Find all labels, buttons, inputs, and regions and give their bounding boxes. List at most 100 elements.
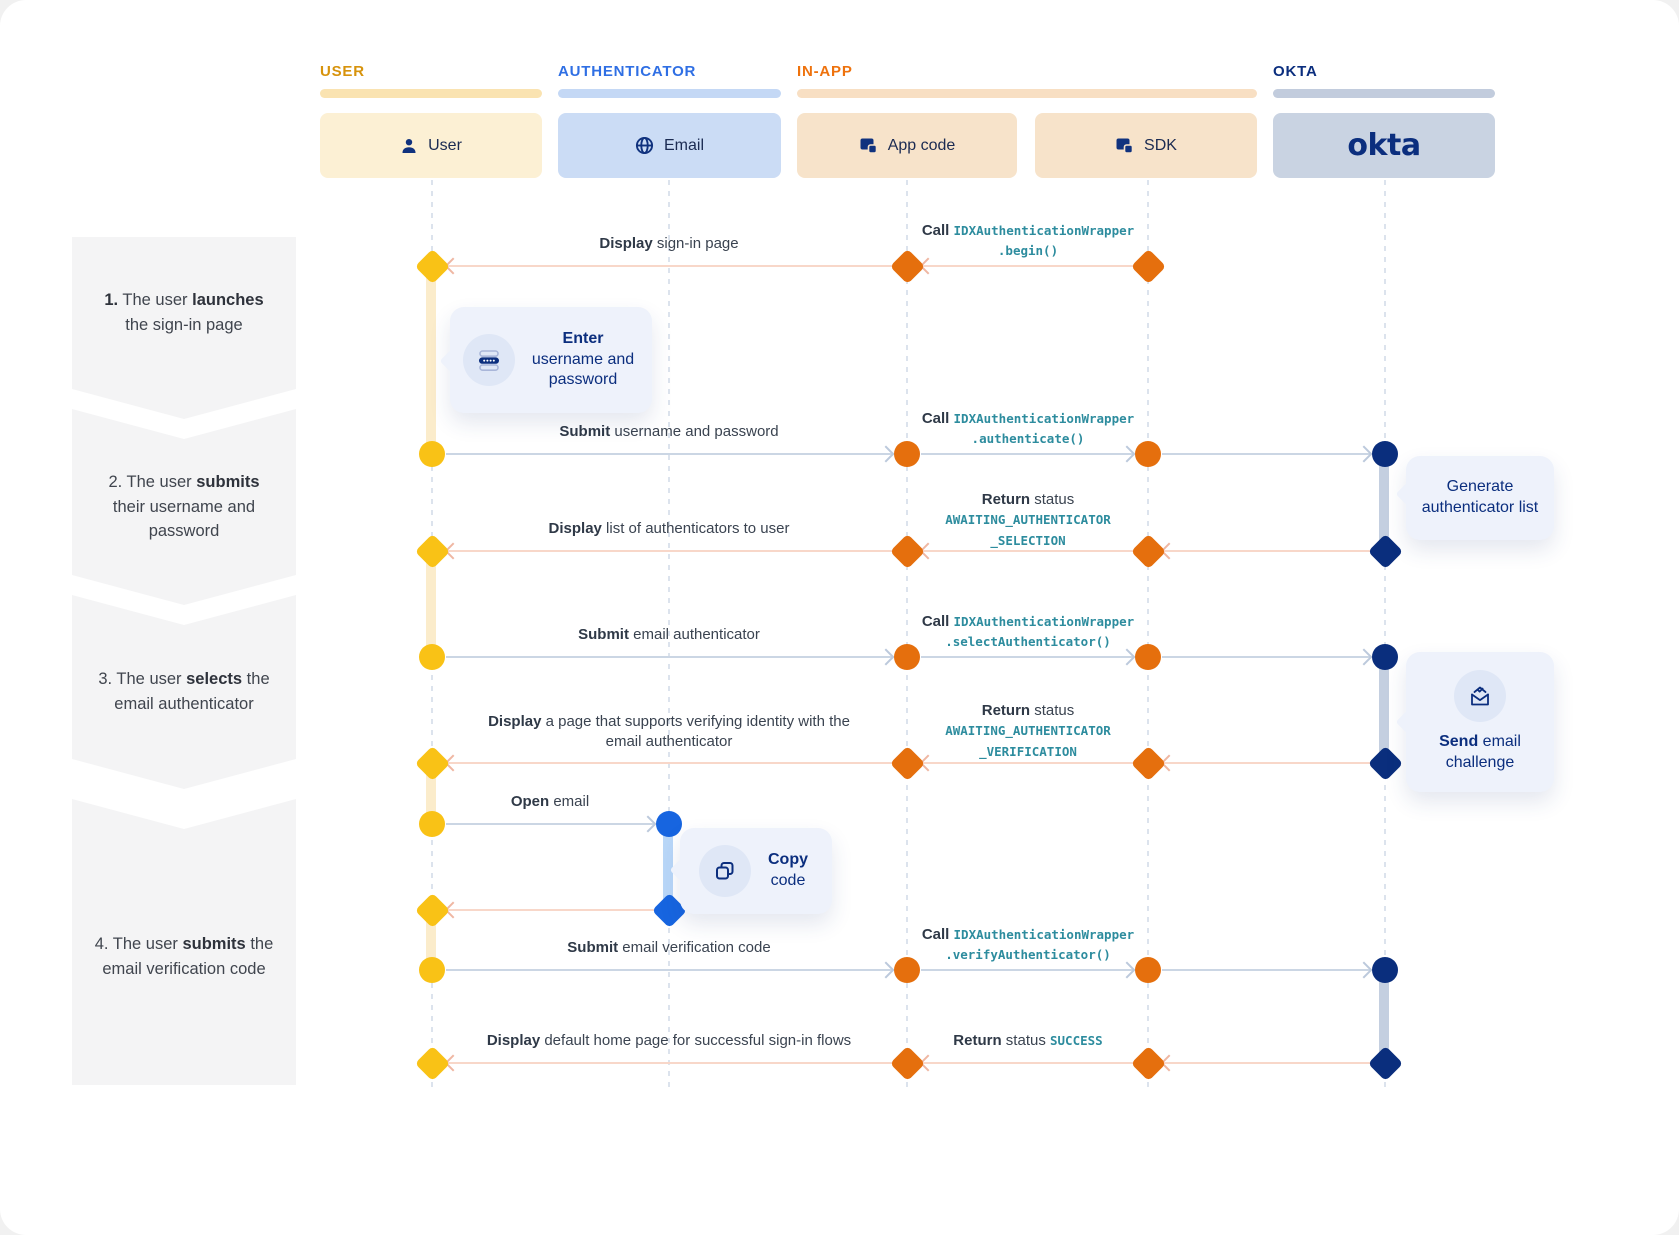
label-display-signin: Display sign-in page: [599, 235, 739, 252]
actor-sdk: SDK: [1035, 113, 1257, 178]
label-display-verify-page: Display a page that supports verifying i…: [488, 713, 850, 751]
label-submit-code: Submit email verification code: [567, 939, 771, 956]
arrow-display-authenticators: [446, 550, 893, 552]
group-bar-okta: [1273, 89, 1495, 98]
lifeline-sdk: [1147, 180, 1149, 1092]
arrow-submit-credentials: [446, 453, 893, 455]
arrow-submit-code: [446, 969, 893, 971]
node-okta-diamond: [1367, 533, 1403, 569]
label-return-success: Return status SUCCESS: [953, 1032, 1103, 1049]
label-call-authenticate: Call IDXAuthenticationWrapper .authentic…: [921, 410, 1135, 447]
arrow-call-begin: [921, 265, 1134, 267]
group-bar-user: [320, 89, 542, 98]
lifeline-okta: [1384, 180, 1386, 1092]
group-label-in-app: IN-APP: [797, 63, 853, 80]
label-open-email: Open email: [510, 793, 590, 810]
lifeline-app-code: [906, 180, 908, 1092]
node-user-circle: [419, 644, 445, 670]
callout-copy-code: Copy code: [669, 828, 832, 914]
okta-logo: okta: [1347, 128, 1421, 163]
arrow-call-select: [1162, 656, 1371, 658]
arrow-code-to-user: [446, 909, 655, 911]
node-okta-circle: [1372, 441, 1398, 467]
password-icon: [463, 334, 515, 386]
callout-tail: [439, 349, 463, 373]
label-call-begin: Call IDXAuthenticationWrapper .begin(): [921, 222, 1135, 259]
label-submit-credentials: Submit username and password: [559, 423, 779, 440]
callout-tail: [1395, 710, 1419, 734]
node-appcode-circle: [894, 441, 920, 467]
activation-okta: [1379, 657, 1389, 763]
step-4: 4. The user submits the email verificati…: [72, 799, 296, 1085]
group-label-authenticator: AUTHENTICATOR: [558, 63, 697, 80]
arrow-open-email: [446, 823, 655, 825]
lifeline-email: [668, 180, 670, 1092]
node-okta-circle: [1372, 644, 1398, 670]
label-display-home: Display default home page for successful…: [486, 1032, 852, 1049]
callout-send-challenge: Send email challenge: [1395, 652, 1554, 792]
callout-text: Enter username and password: [531, 329, 635, 389]
globe-icon: [635, 136, 654, 155]
group-label-user: USER: [320, 63, 365, 80]
node-sdk-circle: [1135, 957, 1161, 983]
arrow-return-selection: [921, 550, 1134, 552]
callout-text: Send email challenge: [1439, 733, 1521, 771]
arrow-call-select: [921, 656, 1134, 658]
actor-user-label: User: [428, 136, 462, 154]
node-sdk-circle: [1135, 644, 1161, 670]
node-sdk-circle: [1135, 441, 1161, 467]
arrow-call-verify: [1162, 969, 1371, 971]
activation-user: [426, 551, 436, 657]
activation-okta: [1379, 970, 1389, 1063]
actor-sdk-label: SDK: [1144, 136, 1177, 154]
node-okta-diamond: [1367, 1045, 1403, 1081]
code-icon: [859, 136, 878, 155]
label-call-select-authenticator: Call IDXAuthenticationWrapper .selectAut…: [921, 613, 1135, 650]
copy-icon: [699, 845, 751, 897]
arrow-display-signin: [446, 265, 893, 267]
actor-user: User: [320, 113, 542, 178]
group-bar-in-app: [797, 89, 1257, 98]
node-user-diamond: [414, 892, 450, 928]
node-appcode-circle: [894, 644, 920, 670]
callout-tail: [1395, 482, 1419, 506]
arrow-display-home: [446, 1062, 893, 1064]
arrow-call-authenticate: [1162, 453, 1371, 455]
callout-text: Copy code: [768, 851, 808, 889]
node-appcode-circle: [894, 957, 920, 983]
actor-email-label: Email: [663, 136, 704, 154]
callout-tail: [669, 858, 693, 882]
node-user-diamond: [414, 745, 450, 781]
step-2: 2. The user submits their username and p…: [72, 409, 296, 605]
arrow-call-verify: [921, 969, 1134, 971]
callout-generate-list: Generate authenticator list: [1395, 456, 1554, 540]
user-icon: [400, 137, 418, 155]
node-user-circle: [419, 441, 445, 467]
actor-okta: okta: [1273, 113, 1495, 178]
callout-enter-credentials: Enter username and password: [439, 307, 652, 413]
node-user-circle: [419, 957, 445, 983]
email-check-icon: [1454, 670, 1506, 723]
step-1: 1. The user launches the sign-in page: [72, 237, 296, 419]
actor-app-code: App code: [797, 113, 1017, 178]
activation-user: [426, 910, 436, 970]
label-display-authenticators: Display list of authenticators to user: [548, 520, 790, 537]
node-okta-circle: [1372, 957, 1398, 983]
activation-email: [663, 824, 673, 910]
code-icon: [1115, 136, 1134, 155]
arrow-call-authenticate: [921, 453, 1134, 455]
label-return-selection: Return status AWAITING_AUTHENTICATOR _SE…: [945, 491, 1111, 548]
activation-okta: [1379, 454, 1389, 551]
arrow-display-verify-page: [446, 762, 893, 764]
group-bar-authenticator: [558, 89, 781, 98]
arrow-return-selection: [1162, 550, 1371, 552]
label-submit-email-authenticator: Submit email authenticator: [578, 626, 760, 643]
arrow-return-verification: [1162, 762, 1371, 764]
step-3: 3. The user selects the email authentica…: [72, 595, 296, 789]
label-call-verify-authenticator: Call IDXAuthenticationWrapper .verifyAut…: [921, 926, 1135, 963]
arrow-return-success: [1162, 1062, 1371, 1064]
actor-app-code-label: App code: [887, 136, 956, 154]
actor-email: Email: [558, 113, 781, 178]
node-okta-diamond: [1367, 745, 1403, 781]
